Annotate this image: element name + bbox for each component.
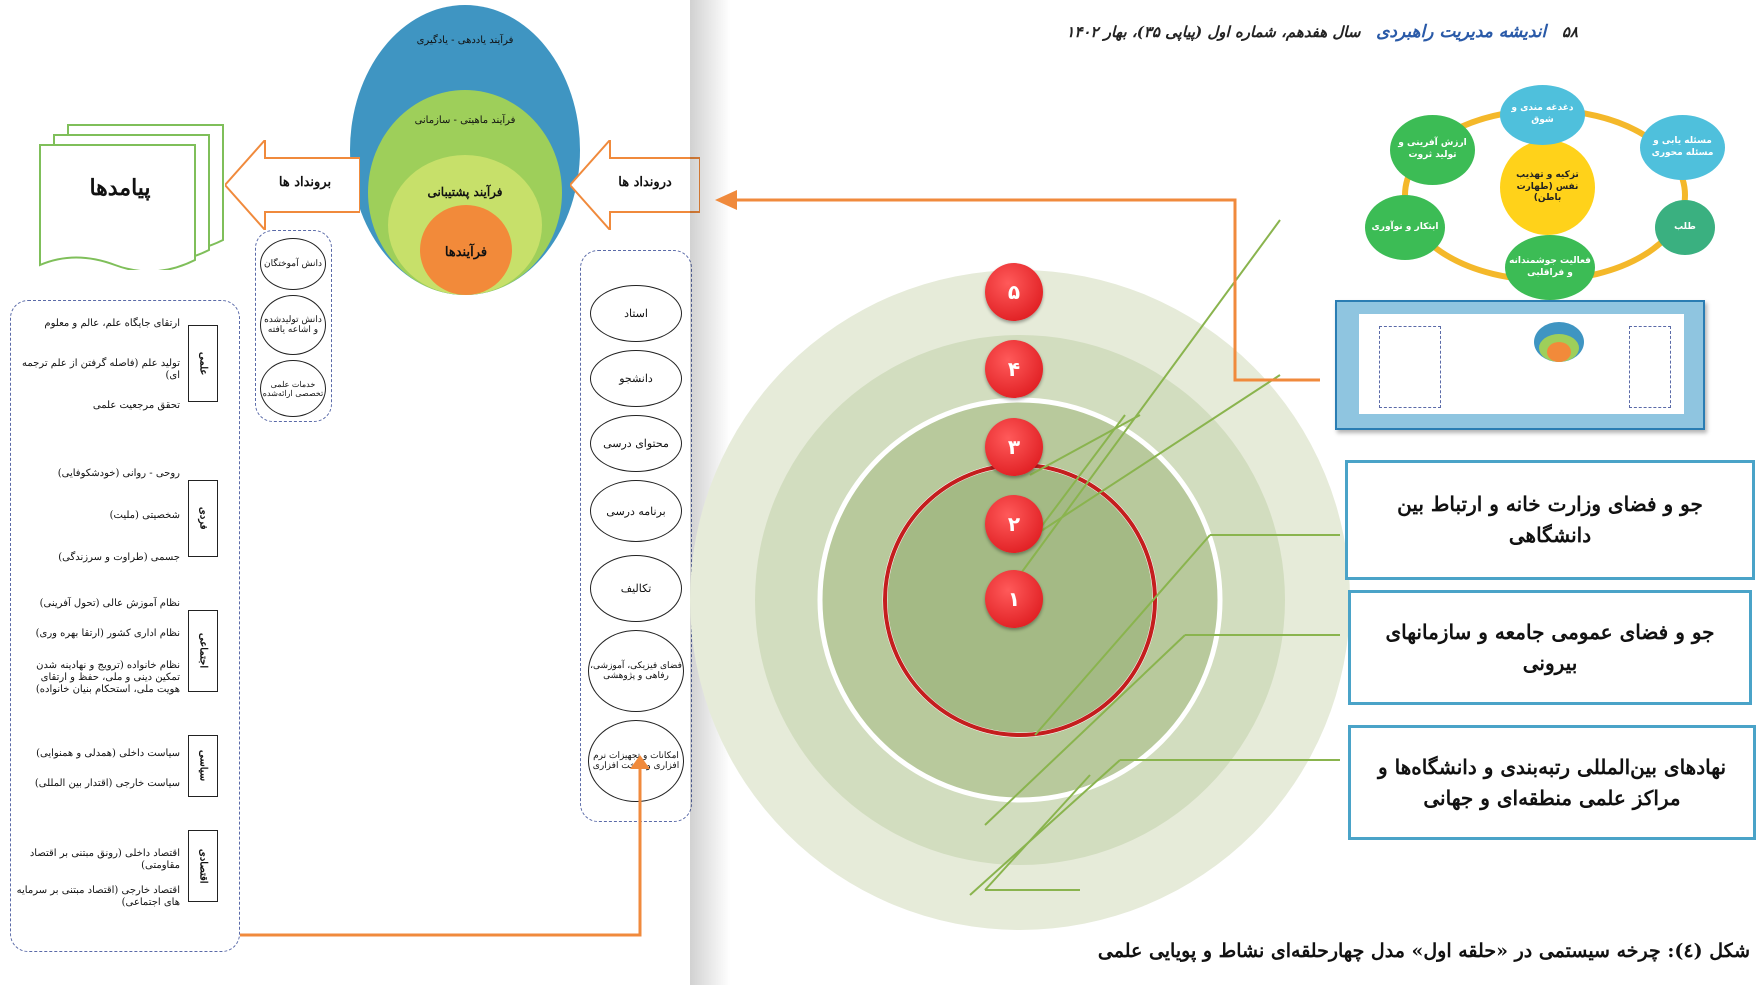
outcome-individual-line-2: شخصیتی (ملیت) (109, 510, 180, 521)
connector-line-2b (1034, 414, 1126, 536)
connector-line-5 (969, 759, 1121, 896)
ring-box-ministry: جو و فضای وزارت خانه و ارتباط بین دانشگا… (1345, 460, 1755, 580)
outputs-label: برونداد ها (278, 175, 332, 190)
output-item-3: خدمات علمی تخصصی ارائه‌شده (260, 360, 326, 417)
outcome-scientific-line-2: تولید علم (فاصله گرفتن از علم ترجمه ای) (21, 358, 180, 381)
outcome-group-scientific: علمی (188, 325, 218, 402)
outcome-economic-line-2: اقتصاد خارجی (اقتصاد مبتنی بر سرمایه های… (16, 885, 180, 908)
outcome-scientific-line-1: ارتقای جایگاه علم، عالم و معلوم (44, 318, 180, 329)
issue-text: سال هفدهم، شماره اول (پیاپی ۳۵)، بهار ۱۴… (1066, 23, 1361, 41)
ring-number-1: ۱ (985, 570, 1043, 628)
outcome-social-line-3: نظام خانواده (ترویج و نهادینه شدن تمکین … (35, 660, 180, 695)
input-item-2: دانشجو (590, 350, 682, 407)
journal-name: اندیشه مدیریت راهبردی (1376, 22, 1547, 42)
outputs-container (255, 230, 332, 422)
outcomes-document-stack (39, 124, 224, 270)
connector-line-4 (984, 634, 1186, 826)
inputs-label: درونداد ها (618, 175, 672, 190)
cycle-node-5: ابتکار و نوآوری (1365, 195, 1445, 260)
outcomes-label: پیامدها (89, 175, 151, 201)
outputs-arrow (225, 140, 360, 230)
outcome-group-political: سیاسی (188, 735, 218, 797)
ring-box-society: جو و فضای عمومی جامعه و سازمانهای بیرونی (1348, 590, 1752, 705)
outcome-group-social: اجتماعی (188, 610, 218, 692)
input-item-3: محتوای درسی (590, 415, 682, 472)
link-arrow (715, 190, 1320, 382)
page-number: ۵۸ (1561, 23, 1578, 41)
oval-label-1: فرآیند یاددهی - یادگیری (416, 35, 514, 46)
ring-number-4: ۴ (985, 340, 1043, 398)
outcome-social-line-2: نظام اداری کشور (ارتقا بهره وری) (35, 628, 180, 639)
cycle-node-3: طلب (1655, 200, 1715, 255)
cycle-node-4: فعالیت جوشمندانه و فراقلبی (1505, 235, 1595, 300)
outcome-social-line-1: نظام آموزش عالی (تحول آفرینی) (39, 598, 180, 609)
journal-header: ۵۸ اندیشه مدیریت راهبردی سال هفدهم، شمار… (1066, 22, 1578, 42)
inputs-arrow (570, 140, 700, 230)
outcome-economic-line-1: اقتصاد داخلی (رونق مبتنی بر اقتصاد مقاوم… (29, 848, 180, 871)
thumbnail-inner (1359, 314, 1684, 414)
output-item-1: دانش آموختگان (260, 238, 326, 290)
embedded-process-figure: فرآیند یاددهی - یادگیری فرآیند ماهیتی - … (0, 0, 705, 985)
cycle-center: تزکیه و تهذیب نفس (طهارت باطن) (1500, 140, 1595, 235)
outcome-group-economic: اقتصادی (188, 830, 218, 902)
figure-thumbnail (1335, 300, 1705, 430)
input-item-1: استاد (590, 285, 682, 342)
ring-number-3: ۳ (985, 418, 1043, 476)
output-item-2: دانش تولیدشده و اشاعه یافته (260, 295, 326, 355)
input-item-4: برنامه درسی (590, 480, 682, 542)
input-item-6: فضای فیزیکی، آموزشی، رفاهی و پژوهشی (588, 630, 684, 712)
outcome-individual-line-1: روحی - روانی (خودشکوفایی) (57, 468, 180, 479)
oval-label-4: فرآیندها (444, 245, 488, 260)
connector-line-2c (1029, 414, 1141, 476)
ring-number-2: ۲ (985, 495, 1043, 553)
oval-label-2: فرآیند ماهیتی - سازمانی (414, 115, 516, 126)
connector-line-6 (984, 774, 1091, 891)
ring-box-international: نهادهای بین‌المللی رتبه‌بندی و دانشگاه‌ه… (1348, 725, 1756, 840)
feedback-arrow (240, 755, 650, 937)
oval-layer-4 (420, 205, 512, 295)
outcomes-container (10, 300, 240, 952)
oval-label-3: فرآیند پشتیبانی (427, 185, 503, 199)
outcome-political-line-2: سیاست خارجی (اقتدار بین المللی) (34, 778, 180, 789)
inputs-container (580, 250, 692, 822)
cycle-node-6: ارزش آفرینی و تولید ثروت (1390, 115, 1475, 185)
outcome-individual-line-3: جسمی (طراوت و سرزندگی) (58, 552, 180, 563)
connector-line-2 (1034, 374, 1281, 536)
outcome-group-individual: فردی (188, 480, 218, 557)
outcome-scientific-line-3: تحقق مرجعیت علمی (92, 400, 180, 411)
figure-caption: شکل (٤): چرخه سیستمی در «حلقه اول» مدل چ… (1097, 940, 1750, 962)
nested-process-ovals: فرآیند یاددهی - یادگیری فرآیند ماهیتی - … (350, 5, 580, 305)
cycle-diagram: تزکیه و تهذیب نفس (طهارت باطن) دغدغه مند… (1355, 85, 1735, 300)
cycle-node-1: دغدغه مندی و شوق (1500, 85, 1585, 145)
outcome-political-line-1: سیاست داخلی (همدلی و همنوایی) (36, 748, 180, 759)
ring-number-5: ۵ (985, 263, 1043, 321)
cycle-node-2: مسئله یابی و مسئله محوری (1640, 115, 1725, 180)
input-item-5: تکالیف (590, 555, 682, 622)
connector-line-3 (1034, 534, 1211, 736)
